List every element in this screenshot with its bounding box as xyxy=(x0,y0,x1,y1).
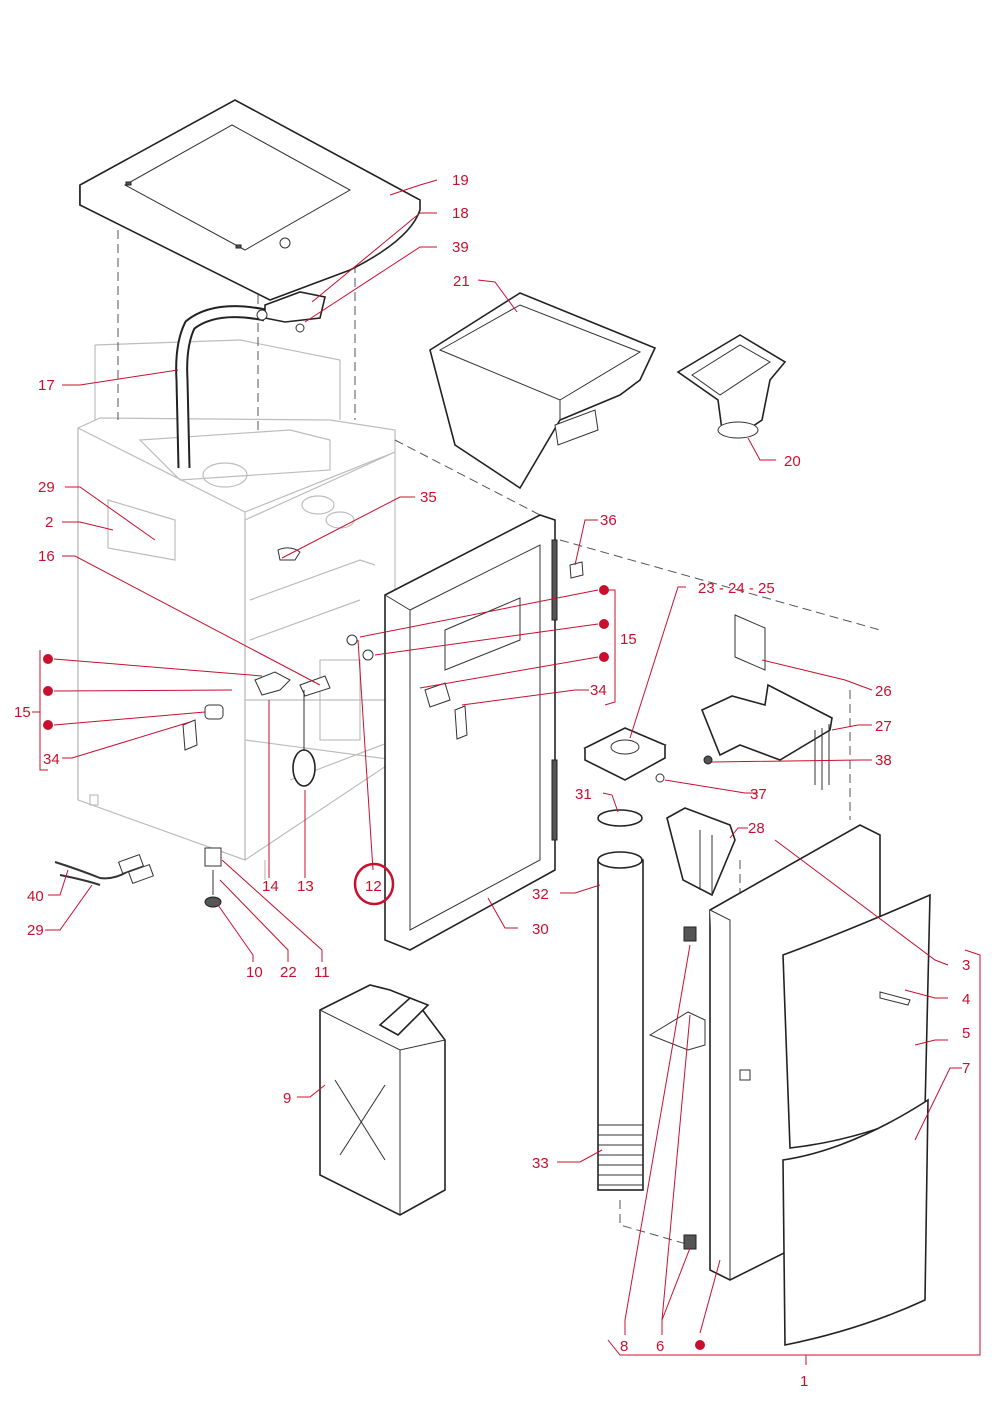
callout-35: 35 xyxy=(420,489,437,506)
small-hopper xyxy=(666,807,736,897)
callout-13: 13 xyxy=(297,878,314,895)
callout-39: 39 xyxy=(452,239,469,256)
callout-14: 14 xyxy=(262,878,279,895)
callout-33: 33 xyxy=(532,1155,549,1172)
dot-marker xyxy=(599,652,609,662)
callout-26: 26 xyxy=(875,683,892,700)
callout-18: 18 xyxy=(452,205,469,222)
callout-16: 16 xyxy=(38,548,55,565)
callout-9: 9 xyxy=(283,1090,291,1107)
callout-30: 30 xyxy=(532,921,549,938)
callout-36: 36 xyxy=(600,512,617,529)
dot-marker xyxy=(43,720,53,730)
callout-7: 7 xyxy=(962,1060,970,1077)
callout-labels: 19 18 39 21 17 20 29 2 35 36 16 23 - 24 … xyxy=(14,172,970,1390)
lower-front-panel xyxy=(782,1098,929,1346)
callout-3: 3 xyxy=(962,957,970,974)
cup-column xyxy=(597,809,644,1191)
callout-2: 2 xyxy=(45,514,53,531)
reference-dots xyxy=(43,585,705,1350)
inner-door-frame xyxy=(384,514,558,951)
dot-marker xyxy=(695,1340,705,1350)
callout-15-left: 15 xyxy=(14,704,31,721)
leveling-foot xyxy=(204,847,222,908)
callout-27: 27 xyxy=(875,718,892,735)
callout-19: 19 xyxy=(452,172,469,189)
callout-34-left: 34 xyxy=(43,751,60,768)
hose-connector xyxy=(256,291,326,333)
callout-28: 28 xyxy=(748,820,765,837)
callout-1: 1 xyxy=(800,1373,808,1390)
callout-22: 22 xyxy=(280,964,297,981)
callout-37: 37 xyxy=(750,786,767,803)
callout-32: 32 xyxy=(532,886,549,903)
dot-marker xyxy=(599,585,609,595)
callout-34-right: 34 xyxy=(590,682,607,699)
wiring-harness xyxy=(54,853,155,886)
upper-front-panel xyxy=(782,893,931,1149)
callout-6: 6 xyxy=(656,1338,664,1355)
leader-lines xyxy=(32,179,981,1365)
callout-40: 40 xyxy=(27,888,44,905)
callout-29-top: 29 xyxy=(38,479,55,496)
callout-31: 31 xyxy=(575,786,592,803)
callout-17: 17 xyxy=(38,377,55,394)
callout-29-bottom: 29 xyxy=(27,922,44,939)
top-panel xyxy=(79,99,421,301)
cup-holder xyxy=(583,727,667,783)
cabinet-frame xyxy=(77,339,396,880)
ingredient-canister xyxy=(429,292,657,490)
highlight-circle xyxy=(353,862,395,906)
dot-marker xyxy=(599,619,609,629)
water-hose xyxy=(175,305,267,469)
callout-8: 8 xyxy=(620,1338,628,1355)
callout-15-right: 15 xyxy=(620,631,637,648)
callout-10: 10 xyxy=(246,964,263,981)
callout-20: 20 xyxy=(784,453,801,470)
cup-dispenser xyxy=(700,614,833,790)
callout-11: 11 xyxy=(314,964,330,981)
callout-38: 38 xyxy=(875,752,892,769)
callout-21: 21 xyxy=(453,273,470,290)
level-float xyxy=(292,690,316,787)
water-tank xyxy=(319,984,446,1216)
callout-4: 4 xyxy=(962,991,970,1008)
dot-marker xyxy=(43,654,53,664)
callout-12: 12 xyxy=(365,878,382,895)
dot-marker xyxy=(43,686,53,696)
callout-23-24-25: 23 - 24 - 25 xyxy=(698,580,775,597)
delivery-chute xyxy=(676,334,787,439)
callout-5: 5 xyxy=(962,1025,970,1042)
